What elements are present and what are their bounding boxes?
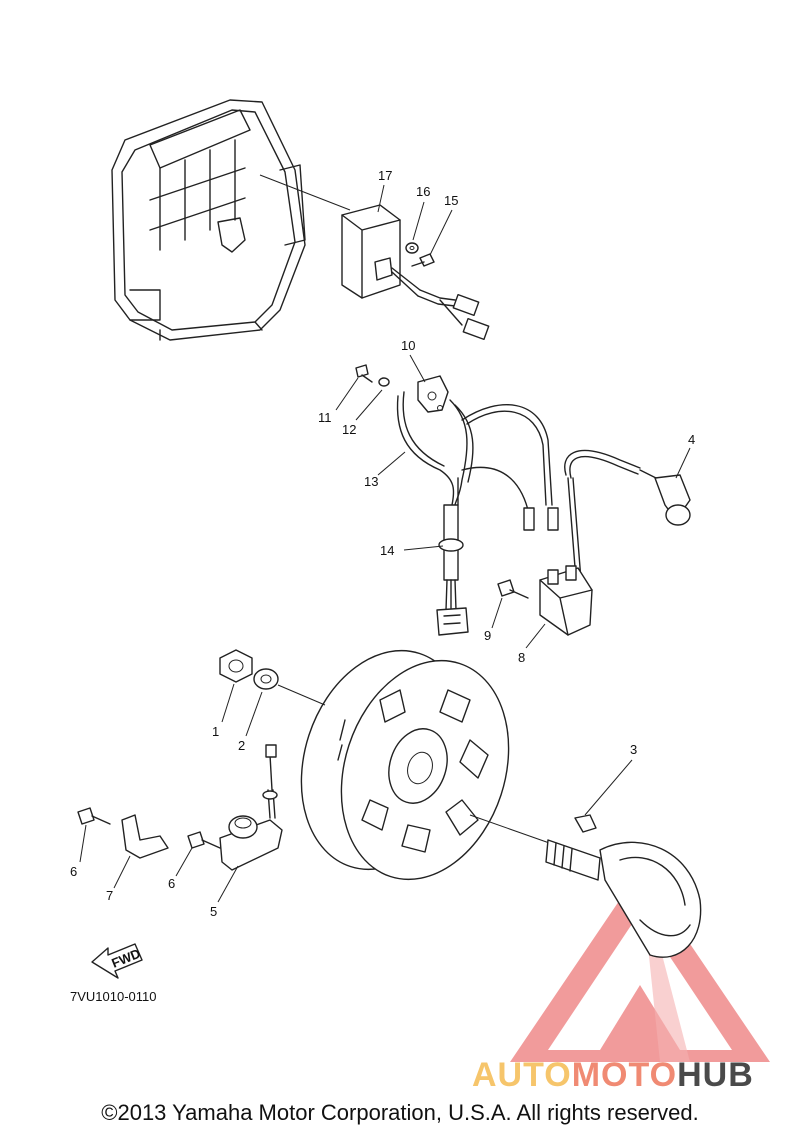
bolt-9 bbox=[497, 579, 529, 599]
harness-grommet-14 bbox=[436, 504, 469, 636]
washer-17 bbox=[405, 242, 419, 254]
callout-12: 12 bbox=[342, 422, 356, 437]
callout-16: 15 bbox=[444, 193, 458, 208]
callout-6a: 6 bbox=[70, 864, 77, 879]
washer-12 bbox=[378, 377, 390, 387]
callout-14: 14 bbox=[380, 543, 394, 558]
woodruff-key-3 bbox=[574, 814, 597, 833]
crankshaft bbox=[545, 839, 702, 958]
callout-15: 17 bbox=[378, 168, 392, 183]
engine-cover-housing bbox=[111, 99, 306, 341]
callout-8: 8 bbox=[518, 650, 525, 665]
callout-4: 4 bbox=[688, 432, 695, 447]
watermark-auto: AUTO bbox=[472, 1056, 572, 1094]
high-tension-lead bbox=[564, 449, 641, 581]
wire-harness-13 bbox=[396, 391, 559, 531]
callout-1: 1 bbox=[212, 724, 219, 739]
watermark-moto: MOTO bbox=[572, 1056, 677, 1094]
callout-5: 5 bbox=[210, 904, 217, 919]
pickup-coil bbox=[417, 375, 449, 413]
callout-10: 10 bbox=[401, 338, 415, 353]
callout-3: 3 bbox=[630, 742, 637, 757]
bracket-7 bbox=[121, 814, 169, 859]
bolt-11 bbox=[355, 364, 373, 383]
spark-plug-cap bbox=[639, 469, 691, 526]
callout-11: 11 bbox=[318, 410, 332, 425]
callout-13: 13 bbox=[364, 474, 378, 489]
bolt-6a bbox=[77, 807, 111, 825]
watermark-text: AUTOMOTOHUB bbox=[472, 1056, 754, 1094]
callout-17: 16 bbox=[416, 184, 430, 199]
callout-2: 2 bbox=[238, 738, 245, 753]
bolt-16 bbox=[411, 253, 435, 267]
callout-7: 7 bbox=[106, 888, 113, 903]
cdi-unit bbox=[341, 204, 490, 341]
callout-labels: 17 16 15 10 11 12 13 14 4 9 8 1 2 3 5 6 … bbox=[70, 168, 695, 919]
bolt-6b bbox=[187, 831, 221, 849]
crank-sensor-5 bbox=[219, 744, 283, 871]
callout-leaders bbox=[79, 184, 691, 903]
fwd-arrow-icon: FWD bbox=[91, 943, 143, 979]
watermark-hub: HUB bbox=[677, 1056, 754, 1094]
washer-2 bbox=[253, 668, 279, 690]
nut-1 bbox=[219, 649, 253, 683]
callout-6b: 6 bbox=[168, 876, 175, 891]
flywheel-rotor bbox=[300, 649, 510, 881]
callout-9: 9 bbox=[484, 628, 491, 643]
copyright-notice: ©2013 Yamaha Motor Corporation, U.S.A. A… bbox=[101, 1100, 699, 1125]
drawing-code: 7VU1010-0110 bbox=[70, 989, 157, 1004]
ignition-coil bbox=[539, 565, 593, 636]
svg-text:AUTOMOTOHUB: AUTOMOTOHUB bbox=[472, 1056, 754, 1094]
